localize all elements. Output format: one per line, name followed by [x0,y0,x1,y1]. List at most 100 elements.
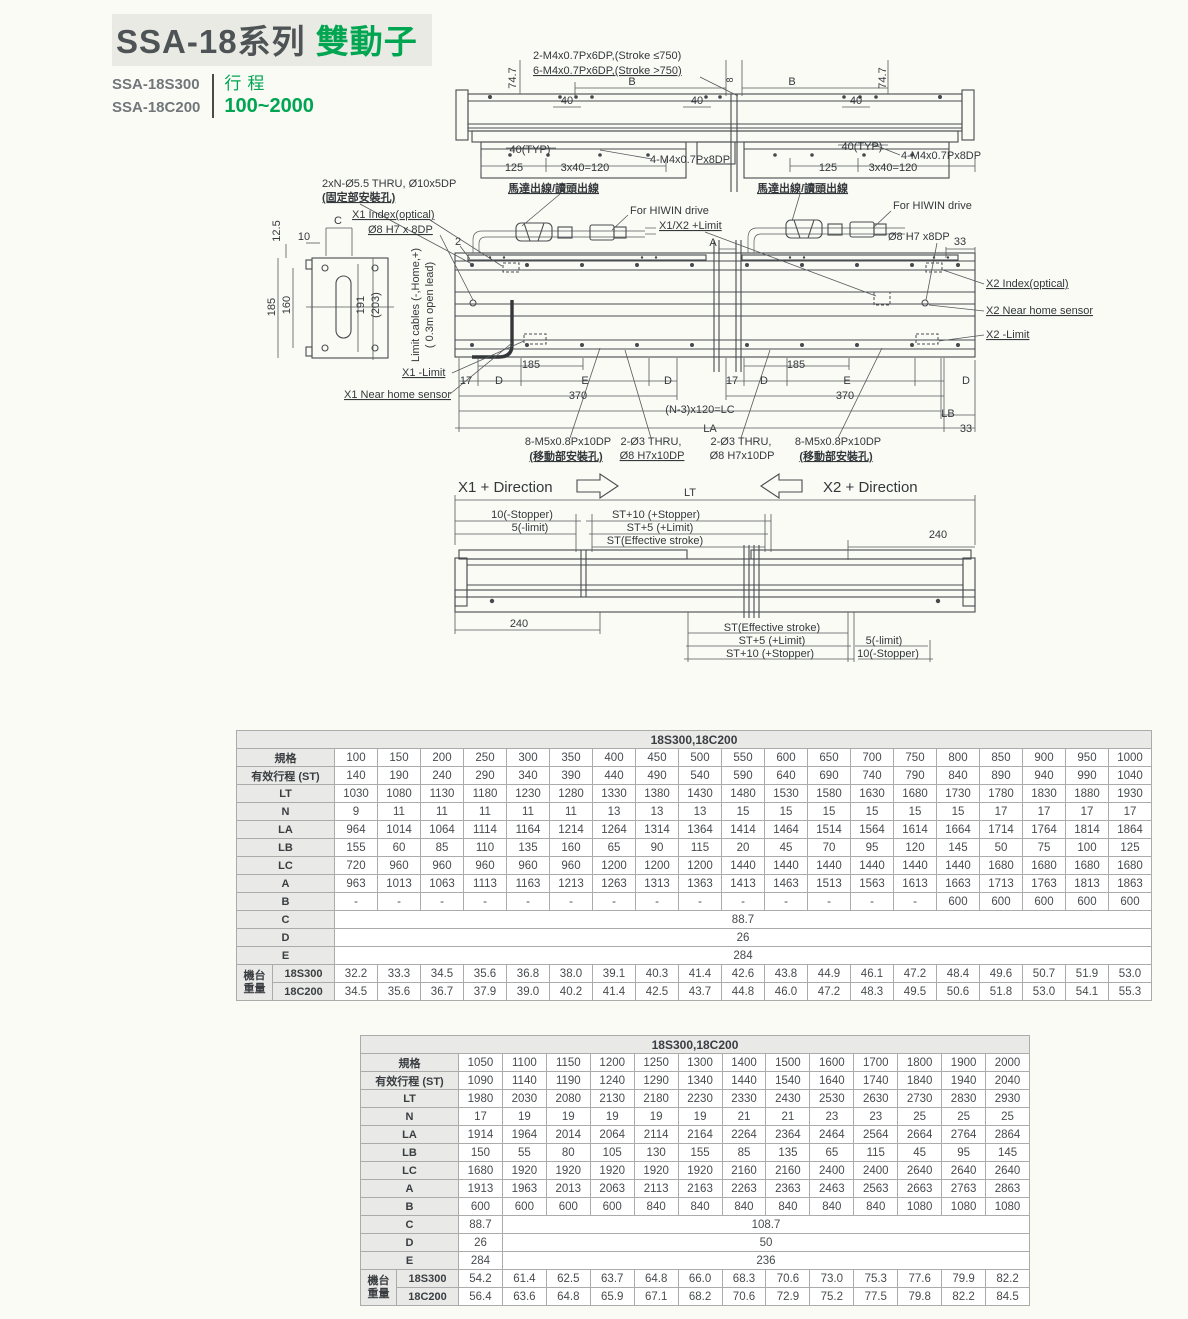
drawing-label: ST(Effective stroke) [607,535,703,547]
value-cell: 75.2 [809,1287,855,1306]
value-cell: 960 [549,856,593,875]
value-cell: 1880 [1065,784,1109,803]
value-cell: 88.7 [334,910,1152,929]
value-cell: 1920 [501,1161,547,1180]
value-cell: 19 [545,1107,591,1126]
value-cell: 2264 [721,1125,767,1144]
value-cell: 1680 [458,1161,503,1180]
value-cell: 2163 [677,1179,723,1198]
value-cell: 53.0 [1022,982,1066,1001]
value-cell: 15 [850,802,894,821]
value-cell: 960 [420,856,464,875]
value-cell: 590 [721,766,765,785]
value-cell: 19 [633,1107,679,1126]
value-cell: 600 [1065,892,1109,911]
value-cell: 1914 [458,1125,503,1144]
drawing-label: 2xN-Ø5.5 THRU, Ø10x5DP [322,178,456,190]
weight-group-label: 機台重量 [236,964,273,1001]
drawing-label: ST+5 (+Limit) [739,635,806,647]
value-cell: 840 [936,766,980,785]
value-cell: 1840 [897,1071,943,1090]
value-cell: 1063 [420,874,464,893]
value-cell: 1920 [677,1161,723,1180]
value-cell: 2114 [633,1125,679,1144]
value-cell: 440 [592,766,636,785]
value-cell: 70 [807,838,851,857]
drawing-label: 191 [355,296,367,314]
value-cell: 47.2 [807,982,851,1001]
value-cell: 2563 [853,1179,899,1198]
value-cell: 110 [463,838,507,857]
drawing-label: LA [703,423,717,435]
top-view-geometry [455,60,976,192]
value-cell: 840 [765,1197,811,1216]
value-cell: - [721,892,765,911]
row-label: LC [236,856,335,875]
value-cell: 100 [334,748,378,767]
drawing-label: 185 [266,298,278,316]
value-cell: 82.2 [941,1287,987,1306]
row-label: D [236,928,335,947]
value-cell: 1700 [853,1053,899,1072]
row-label: D [360,1233,459,1252]
value-cell: 125 [1108,838,1152,857]
value-cell: 1080 [377,784,421,803]
table-title: 18S300,18C200 [236,730,1152,749]
value-cell: 1413 [721,874,765,893]
value-cell: 1564 [850,820,894,839]
drawing-label: 10 [298,231,310,243]
value-cell: 2640 [941,1161,987,1180]
value-cell: - [635,892,679,911]
drawing-label: 8-M5x0.8Px10DP [795,436,881,448]
value-cell: 1863 [1108,874,1152,893]
drawing-label: 5(-limit) [512,522,549,534]
row-label: E [360,1251,459,1270]
value-cell: 1500 [765,1053,811,1072]
value-cell: 150 [377,748,421,767]
value-cell: 1100 [501,1053,547,1072]
weight-model-label: 18C200 [396,1287,459,1306]
table-title-row: 18S300,18C200 [236,730,1152,749]
value-cell: 2464 [809,1125,855,1144]
value-cell: 9 [334,802,378,821]
value-cell: - [420,892,464,911]
value-cell: 1813 [1065,874,1109,893]
value-cell: 960 [463,856,507,875]
drawing-label: 17 [460,375,472,387]
drawing-label: (固定部安裝孔) [322,190,396,204]
drawing-label: 240 [929,529,947,541]
value-cell: 1140 [501,1071,547,1090]
value-cell: 1964 [501,1125,547,1144]
value-cell: 1940 [941,1071,987,1090]
value-cell: 500 [678,748,722,767]
value-cell: 1290 [633,1071,679,1090]
value-cell: 11 [463,802,507,821]
value-cell: 1014 [377,820,421,839]
value-cell: 450 [635,748,679,767]
value-cell: 1250 [633,1053,679,1072]
value-cell: 740 [850,766,894,785]
value-cell: 51.8 [979,982,1023,1001]
value-cell: 130 [633,1143,679,1162]
value-cell: 650 [807,748,851,767]
row-label: C [236,910,335,929]
value-cell: 720 [334,856,378,875]
row-label: C [360,1215,459,1234]
value-cell: 1330 [592,784,636,803]
row-label: LC [360,1161,459,1180]
value-cell: 2530 [809,1089,855,1108]
value-cell: 1800 [897,1053,943,1072]
value-cell: 990 [1065,766,1109,785]
drawing-label: 馬達出線/讀頭出線 [508,181,599,195]
row-label: E [236,946,335,965]
drawing-label: E [843,375,850,387]
value-cell: 1200 [678,856,722,875]
